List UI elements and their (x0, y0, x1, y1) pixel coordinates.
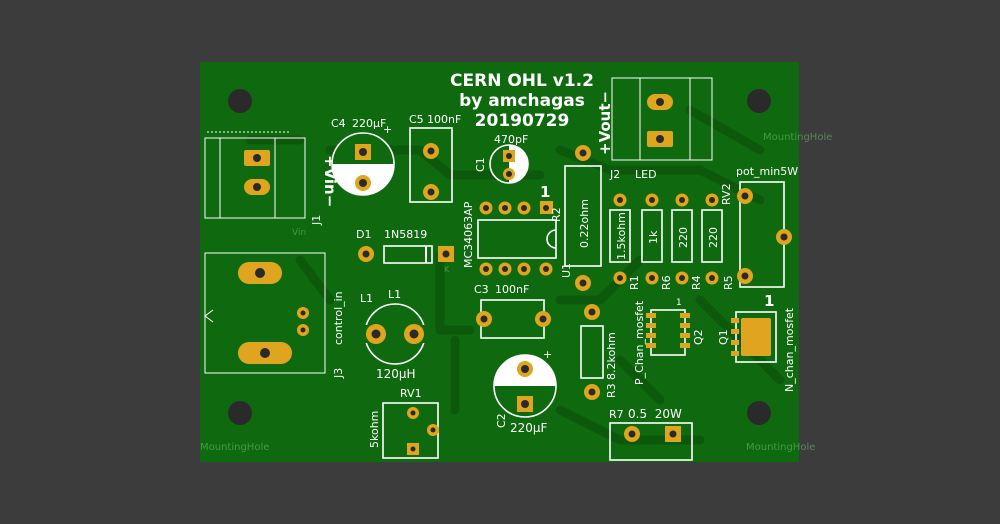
resistor-r1: 1.5kohm R1 (609, 193, 641, 290)
mounting-hole-br (747, 401, 771, 425)
c2-value: 220µF (510, 421, 548, 435)
d1-ref: D1 (356, 228, 371, 241)
rv1-ref: RV1 (400, 387, 422, 400)
r1-ref: R1 (628, 275, 641, 290)
rv2-value: pot_min5W (736, 165, 798, 178)
c2-plus: + (543, 348, 552, 361)
date-text: 20190729 (475, 111, 570, 131)
rv2-ref: RV2 (720, 183, 733, 205)
resistor-r6: 1k R6 (641, 193, 673, 290)
mounting-hole-label-tr: MountingHole (763, 132, 832, 143)
potentiometer-rv1: RV1 5kohm (368, 387, 439, 459)
u1-value: MC34063AP (462, 201, 475, 268)
c5-ref: C5 (409, 113, 424, 126)
d1-pin-k: K (444, 265, 450, 274)
c5-value: 100nF (427, 113, 461, 126)
r2-ref: R2 (550, 207, 563, 222)
diode-d1: D1 1N5819 K (356, 228, 454, 274)
c4-value: 220µF (352, 117, 386, 130)
mounting-hole-label-bl: MountingHole (200, 442, 269, 453)
r3-value: 8.2kohm (605, 332, 618, 380)
r3-ref: R3 (605, 383, 618, 398)
q1-pin1: 1 (764, 292, 774, 310)
resistor-r4: 220 R4 (671, 193, 703, 290)
inductor-l1: L1 L1 120µH (360, 288, 430, 381)
r2-value: 0.22ohm (578, 199, 591, 248)
l1-value: 120µH (376, 367, 416, 381)
connector-j1: +Vin− J1 Vin (204, 131, 339, 238)
r4-ref: R4 (690, 275, 703, 290)
c4-plus: + (383, 123, 392, 136)
r7-ref: R7 (609, 408, 624, 421)
j3-ref: J3 (332, 368, 345, 379)
ic-u1: 1 MC34063AP U1 (462, 183, 573, 278)
copper-traces (245, 105, 785, 445)
j2-value: LED (635, 168, 657, 181)
q2-ref: Q2 (692, 329, 705, 345)
resistor-r7: R7 0.5 20W (609, 407, 693, 461)
capacitor-c1: 470pF C1 (474, 133, 529, 184)
potentiometer-rv2: pot_min5W RV2 (720, 165, 798, 288)
r5-value: 220 (707, 227, 720, 248)
c4-ref: C4 (331, 117, 346, 130)
d1-value: 1N5819 (384, 228, 427, 241)
c3-ref: C3 (474, 283, 489, 296)
j2-ref: J2 (609, 168, 620, 181)
r4-value: 220 (677, 227, 690, 248)
resistor-r3: 8.2kohm R3 (580, 304, 618, 400)
q1-value: N_chan_mosfet (783, 307, 796, 392)
c3-value: 100nF (495, 283, 529, 296)
capacitor-c2: + C2 220µF (493, 348, 557, 435)
r7-value: 0.5 20W (628, 407, 682, 421)
u1-pin1-mark: 1 (540, 183, 550, 201)
mounting-hole-bl (228, 401, 252, 425)
q2-pin1: 1 (676, 298, 682, 308)
connector-j3: control_in J3 (204, 252, 345, 379)
j1-ref: J1 (310, 215, 323, 226)
q2-value: P_Chan_mosfet (633, 300, 646, 385)
mounting-hole-tr (747, 89, 771, 113)
u1-ref: U1 (560, 263, 573, 278)
mounting-hole-tl (228, 89, 252, 113)
c1-ref: C1 (474, 157, 487, 172)
j1-value: Vin (292, 228, 306, 238)
mosfet-q1: 1 Q1 N_chan_mosfet (717, 292, 796, 392)
resistor-r5: 220 R5 (701, 193, 735, 290)
j3-value: control_in (332, 291, 345, 345)
resistor-r2: 0.22ohm R2 (550, 145, 602, 291)
j2-label: +Vout− (596, 91, 614, 155)
capacitor-c4: C4 220µF + (331, 117, 395, 196)
author-text: by amchagas (459, 91, 585, 111)
l1-ref-2: L1 (388, 288, 401, 301)
r1-value: 1.5kohm (615, 212, 628, 260)
mosfet-q2: 1 P_Chan_mosfet Q2 (633, 298, 705, 385)
c1-value: 470pF (494, 133, 528, 146)
rv1-value: 5kohm (368, 411, 381, 448)
c2-ref: C2 (495, 413, 508, 428)
r6-value: 1k (647, 230, 660, 244)
license-text: CERN OHL v1.2 (450, 71, 594, 91)
connector-j2: +Vout− J2 LED (596, 77, 713, 181)
mounting-hole-label-br: MountingHole (746, 442, 815, 453)
r6-ref: R6 (660, 275, 673, 290)
r5-ref: R5 (722, 275, 735, 290)
q1-ref: Q1 (717, 329, 730, 345)
u1-pins (479, 201, 553, 276)
capacitor-c5: C5 100nF (409, 113, 461, 203)
capacitor-c3: C3 100nF (474, 283, 551, 339)
l1-ref: L1 (360, 292, 373, 305)
